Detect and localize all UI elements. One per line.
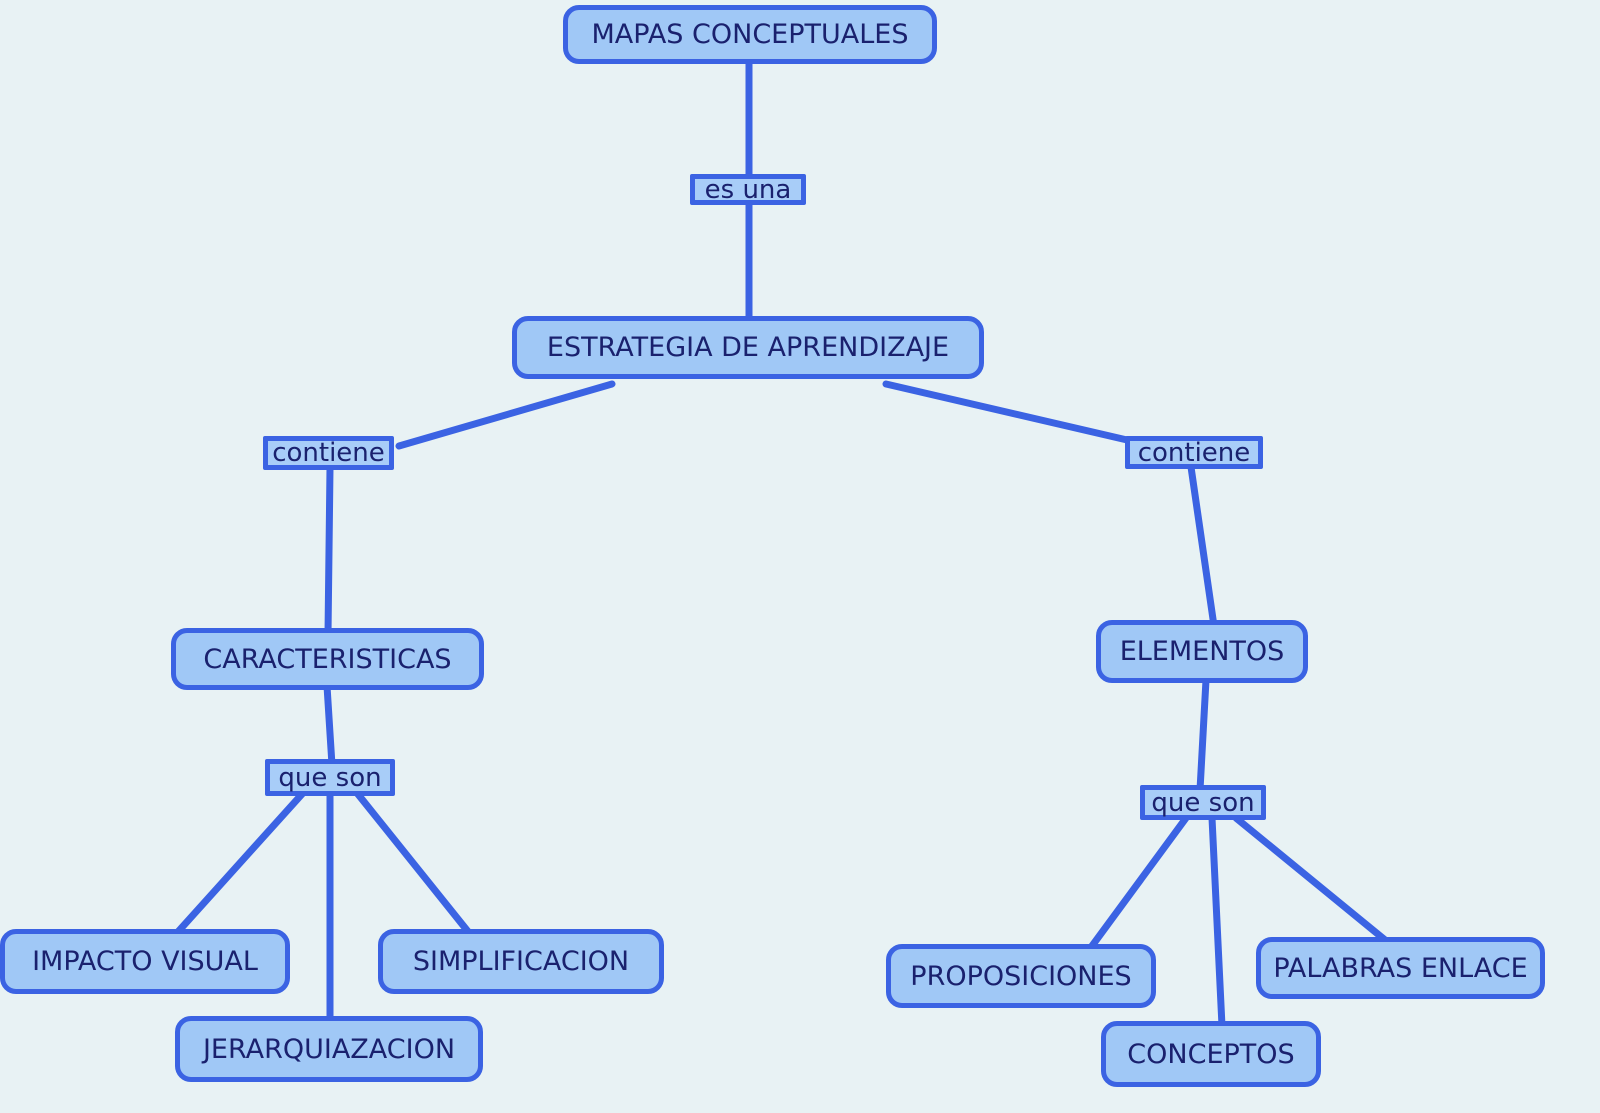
edge-contiene-caracteristicas [324, 464, 334, 638]
edge-queson-proposiciones [1085, 814, 1190, 954]
node-caracteristicas: CARACTERISTICAS [171, 628, 484, 690]
node-elementos: ELEMENTOS [1096, 620, 1308, 683]
node-jerarquiazacion: JERARQUIAZACION [175, 1016, 483, 1082]
node-proposiciones: PROPOSICIONES [886, 944, 1156, 1008]
node-mapas-conceptuales: MAPAS CONCEPTUALES [563, 5, 937, 64]
edge-queson-conceptos [1208, 814, 1226, 1030]
node-simplificacion: SIMPLIFICACION [378, 929, 664, 994]
node-estrategia-de-aprendizaje: ESTRATEGIA DE APRENDIZAJE [512, 316, 984, 379]
node-conceptos: CONCEPTOS [1101, 1021, 1321, 1087]
edge-queson-palabras-enlace [1232, 814, 1394, 948]
link-label-que-son-left: que son [265, 759, 395, 796]
node-palabras-enlace: PALABRAS ENLACE [1256, 937, 1545, 999]
edge-queson-impacto-visual [172, 789, 307, 938]
link-label-que-son-right: que son [1140, 785, 1266, 820]
edge-elementos-queson [1196, 676, 1210, 794]
edge-estrategia-contiene-right [882, 380, 1144, 447]
edge-caracteristicas-queson [323, 682, 336, 769]
link-label-es-una: es una [690, 174, 806, 205]
edge-queson-simplificacion [353, 789, 474, 938]
link-label-contiene-left: contiene [263, 436, 394, 470]
edge-contiene-elementos [1187, 463, 1218, 630]
node-impacto-visual: IMPACTO VISUAL [0, 929, 290, 994]
link-label-contiene-right: contiene [1125, 436, 1263, 469]
edge-estrategia-contiene-left [395, 380, 616, 450]
